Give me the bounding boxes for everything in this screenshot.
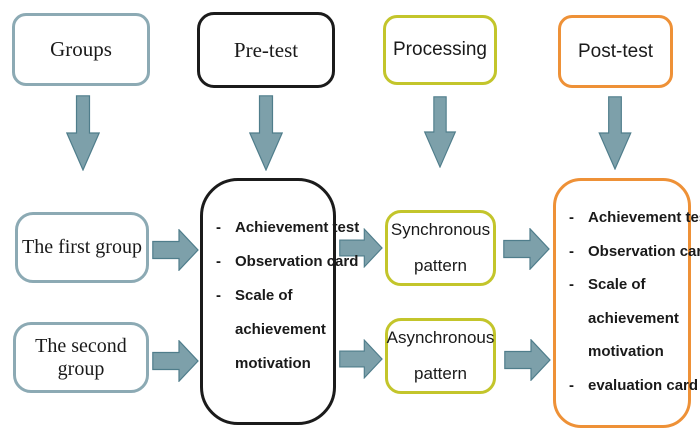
list-bullet bbox=[569, 335, 588, 369]
list-item: achievement bbox=[216, 313, 359, 347]
list-bullet: - bbox=[216, 287, 221, 304]
synchronous-line2: pattern bbox=[414, 256, 467, 275]
list-item: - Achievement test bbox=[216, 211, 359, 245]
posttest-instrument-list: - Achievement test - Observation card - … bbox=[556, 181, 700, 402]
arrow-down-icon bbox=[66, 95, 100, 171]
list-bullet bbox=[216, 313, 235, 347]
arrow-down-icon bbox=[423, 96, 457, 168]
list-item: - Observation card bbox=[569, 235, 700, 269]
list-text: Scale of bbox=[235, 287, 293, 304]
arrow-right-icon bbox=[152, 229, 199, 271]
box-first-group: The first group bbox=[15, 212, 149, 283]
list-item: motivation bbox=[569, 335, 700, 369]
box-second-group: The second group bbox=[13, 322, 149, 393]
pretest-instrument-list: - Achievement test - Observation card - … bbox=[203, 181, 363, 381]
asynchronous-line1: Asynchronous bbox=[386, 328, 495, 347]
list-item: - Scale of bbox=[569, 268, 700, 302]
header-box-posttest: Post-test bbox=[558, 15, 673, 88]
list-bullet bbox=[216, 347, 235, 381]
list-bullet: - bbox=[216, 253, 221, 270]
list-bullet: - bbox=[569, 376, 574, 394]
second-group-label: The second group bbox=[35, 334, 127, 380]
list-bullet bbox=[569, 302, 588, 336]
asynchronous-pattern-label: Asynchronous pattern bbox=[387, 320, 495, 392]
list-item: achievement bbox=[569, 302, 700, 336]
list-text: Achievement test bbox=[235, 219, 360, 236]
list-item: - Scale of bbox=[216, 279, 359, 313]
list-text: Observation card bbox=[588, 242, 700, 260]
list-text: motivation bbox=[235, 355, 311, 372]
arrow-right-icon bbox=[339, 339, 383, 379]
arrow-right-icon bbox=[504, 339, 551, 381]
list-bullet: - bbox=[569, 242, 574, 260]
list-item: - Achievement test bbox=[569, 201, 700, 235]
arrow-down-icon bbox=[249, 95, 283, 171]
box-asynchronous-pattern: Asynchronous pattern bbox=[385, 318, 496, 394]
list-item: motivation bbox=[216, 347, 359, 381]
list-item: - evaluation card bbox=[569, 369, 700, 403]
list-bullet: - bbox=[569, 276, 574, 293]
header-box-processing: Processing bbox=[383, 15, 497, 85]
header-label-groups: Groups bbox=[50, 37, 112, 61]
synchronous-pattern-label: Synchronous pattern bbox=[391, 212, 490, 284]
header-label-pretest: Pre-test bbox=[233, 37, 299, 62]
header-box-groups: Groups bbox=[12, 13, 150, 86]
list-text: evaluation card bbox=[588, 376, 699, 394]
list-text: achievement bbox=[588, 309, 679, 327]
list-text: Observation card bbox=[235, 253, 359, 270]
list-text: Scale of bbox=[588, 276, 646, 293]
box-posttest-instruments: - Achievement test - Observation card - … bbox=[553, 178, 700, 428]
synchronous-line1: Synchronous bbox=[390, 220, 491, 239]
list-text: achievement bbox=[235, 321, 326, 338]
header-label-posttest: Post-test bbox=[578, 40, 653, 62]
list-bullet: - bbox=[216, 219, 221, 236]
list-text: motivation bbox=[588, 343, 664, 360]
header-box-pretest: Pre-test bbox=[197, 12, 335, 88]
header-label-processing: Processing bbox=[393, 39, 487, 60]
arrow-right-icon bbox=[503, 228, 550, 270]
first-group-label: The first group bbox=[22, 236, 142, 258]
list-text: Achievement test bbox=[588, 209, 700, 226]
asynchronous-line2: pattern bbox=[414, 364, 467, 383]
arrow-down-icon bbox=[598, 96, 632, 170]
arrow-right-icon bbox=[339, 228, 383, 268]
box-synchronous-pattern: Synchronous pattern bbox=[385, 210, 496, 286]
list-bullet: - bbox=[569, 209, 574, 226]
list-item: - Observation card bbox=[216, 245, 359, 279]
arrow-right-icon bbox=[152, 340, 199, 382]
box-pretest-instruments: - Achievement test - Observation card - … bbox=[200, 178, 359, 425]
